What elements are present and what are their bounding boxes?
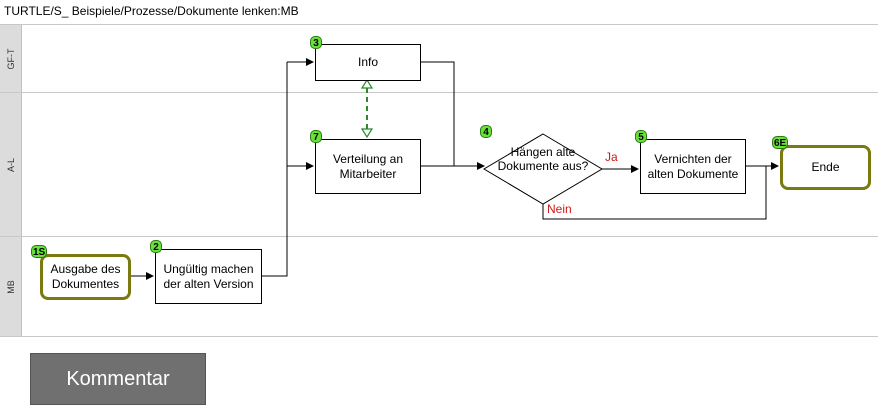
badge-destroy: 5 [635,130,647,143]
node-distribute-label: Verteilung an Mitarbeiter [332,151,404,181]
relation-arrow-up [360,78,374,89]
node-invalidate[interactable]: Ungültig machen der alten Version [155,249,262,304]
lane-mb: MB [0,236,878,337]
comment-button[interactable]: Kommentar [30,353,206,405]
edge-invalid-split [262,62,288,277]
node-end[interactable]: Ende [780,145,871,190]
edge-no [542,166,767,220]
badge-invalidate: 2 [150,240,162,253]
edge-info-join [421,61,455,166]
node-info-label: Info [357,55,378,69]
badge-start: 1S [31,245,48,258]
badge-end: 6E [772,136,789,149]
page-title: TURTLE/S_ Beispiele/Prozesse/Dokumente l… [4,4,299,18]
lane-gft: GF-T [0,24,878,93]
node-invalidate-label: Ungültig machen der alten Version [163,261,254,291]
lane-al: A-L [0,92,878,237]
edge-no-label: Nein [547,202,572,216]
node-start[interactable]: Ausgabe des Dokumentes [40,254,131,300]
node-distribute[interactable]: Verteilung an Mitarbeiter [315,139,421,194]
badge-distribute: 7 [310,130,322,143]
node-destroy[interactable]: Vernichten der alten Dokumente [640,139,746,194]
node-destroy-label: Vernichten der alten Dokumente [647,151,739,181]
badge-info: 3 [310,36,322,49]
node-end-label: Ende [811,160,840,174]
node-start-label: Ausgabe des Dokumentes [50,262,121,291]
badge-decision: 4 [480,125,492,138]
edge-yes-label: Ja [605,150,618,164]
node-info[interactable]: Info [315,44,421,81]
node-decision-label[interactable]: Hängen alte Dokumente aus? [497,145,589,173]
relation-arrow-down [360,128,374,139]
swimlane-area: GF-T A-L MB [0,24,878,337]
